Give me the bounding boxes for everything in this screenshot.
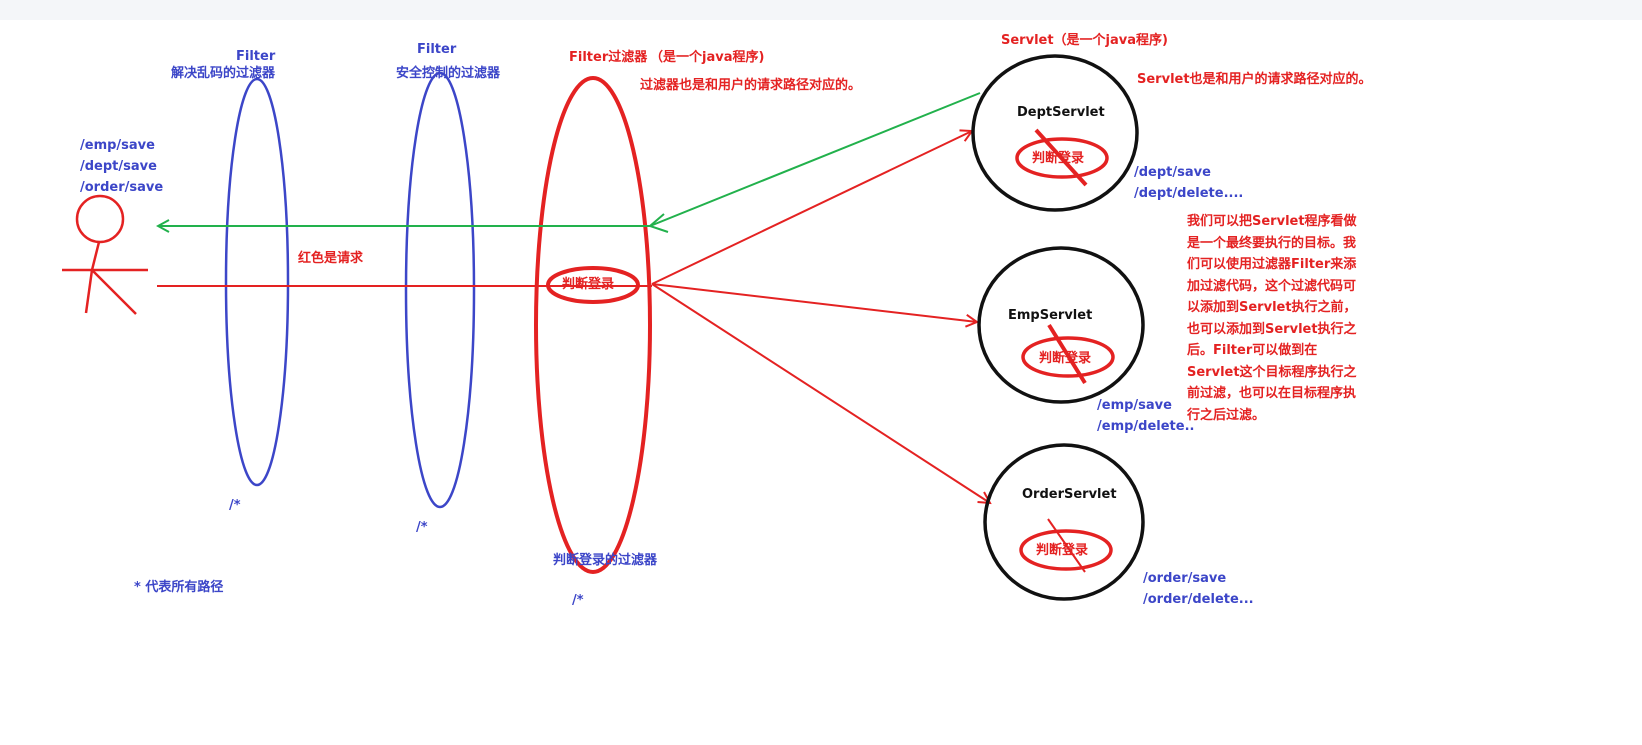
emp-path-item: /emp/save <box>1097 398 1172 413</box>
login-filter-pattern: /* <box>572 593 584 608</box>
filter-2-desc: 安全控制的过滤器 <box>396 66 501 81</box>
order-path-item: /order/save <box>1143 571 1227 586</box>
arrow-to-order-servlet <box>651 283 990 503</box>
security-filter-ellipse <box>404 71 476 509</box>
request-label: 红色是请求 <box>298 251 364 266</box>
star-note: * 代表所有路径 <box>134 580 224 595</box>
dept-path-item: /dept/save <box>1134 165 1211 180</box>
order-servlet-login: 判断登录 <box>1036 543 1089 558</box>
encoding-filter-ellipse <box>224 77 290 487</box>
filter-1-pattern: /* <box>229 498 241 513</box>
order-servlet-paths: /order/save /order/delete... <box>1143 568 1254 610</box>
emp-servlet-name: EmpServlet <box>1008 308 1093 323</box>
explanation-note: 我们可以把Servlet程序看做是一个最终要执行的目标。我们可以使用过滤器Fil… <box>1187 214 1357 423</box>
arrow-to-dept-servlet <box>651 131 972 285</box>
dept-login-ellipse <box>1015 137 1109 179</box>
order-login-ellipse <box>1019 529 1113 571</box>
dept-servlet-name: DeptServlet <box>1017 105 1105 120</box>
filter-2-pattern: /* <box>416 520 428 535</box>
login-filter-inner-label: 判断登录 <box>562 277 615 292</box>
emp-servlet-paths: /emp/save /emp/delete.. <box>1097 395 1194 437</box>
emp-servlet-circle <box>977 246 1145 404</box>
login-filter-bottom-label: 判断登录的过滤器 <box>553 553 658 568</box>
dept-servlet-login: 判断登录 <box>1032 151 1085 166</box>
filter-2-name: Filter <box>417 42 457 57</box>
login-filter-title-note: （是一个java程序) <box>650 50 765 65</box>
filter-1-name: Filter <box>236 49 276 64</box>
emp-servlet-login: 判断登录 <box>1039 351 1092 366</box>
order-servlet-circle <box>983 443 1145 601</box>
login-filter-title: Filter过滤器 <box>569 50 648 65</box>
login-filter-ellipse <box>534 76 652 574</box>
user-path-item: /order/save <box>80 180 164 195</box>
user-paths: /emp/save /dept/save /order/save <box>80 135 163 198</box>
dept-strike-line <box>1034 128 1088 187</box>
order-servlet-name: OrderServlet <box>1022 487 1117 502</box>
filter-1-desc: 解决乱码的过滤器 <box>171 66 276 81</box>
servlet-header-subtitle: Servlet也是和用户的请求路径对应的。 <box>1137 72 1372 87</box>
order-strike-line <box>1047 518 1086 573</box>
user-stick-figure-icon <box>62 194 148 315</box>
servlet-header-title: Servlet（是一个java程序) <box>1001 33 1168 48</box>
dept-path-item: /dept/delete.... <box>1134 186 1244 201</box>
user-path-item: /emp/save <box>80 138 155 153</box>
emp-login-ellipse <box>1021 336 1115 378</box>
emp-strike-line <box>1047 323 1087 385</box>
response-arrow-head-mid <box>648 213 669 233</box>
arrow-to-emp-servlet <box>651 283 977 322</box>
emp-path-item: /emp/delete.. <box>1097 419 1195 434</box>
user-path-item: /dept/save <box>80 159 157 174</box>
top-bar <box>0 0 1642 20</box>
dept-servlet-circle <box>971 54 1139 212</box>
dept-servlet-paths: /dept/save /dept/delete.... <box>1134 162 1243 204</box>
order-path-item: /order/delete... <box>1143 592 1254 607</box>
login-filter-subtitle: 过滤器也是和用户的请求路径对应的。 <box>640 78 862 93</box>
